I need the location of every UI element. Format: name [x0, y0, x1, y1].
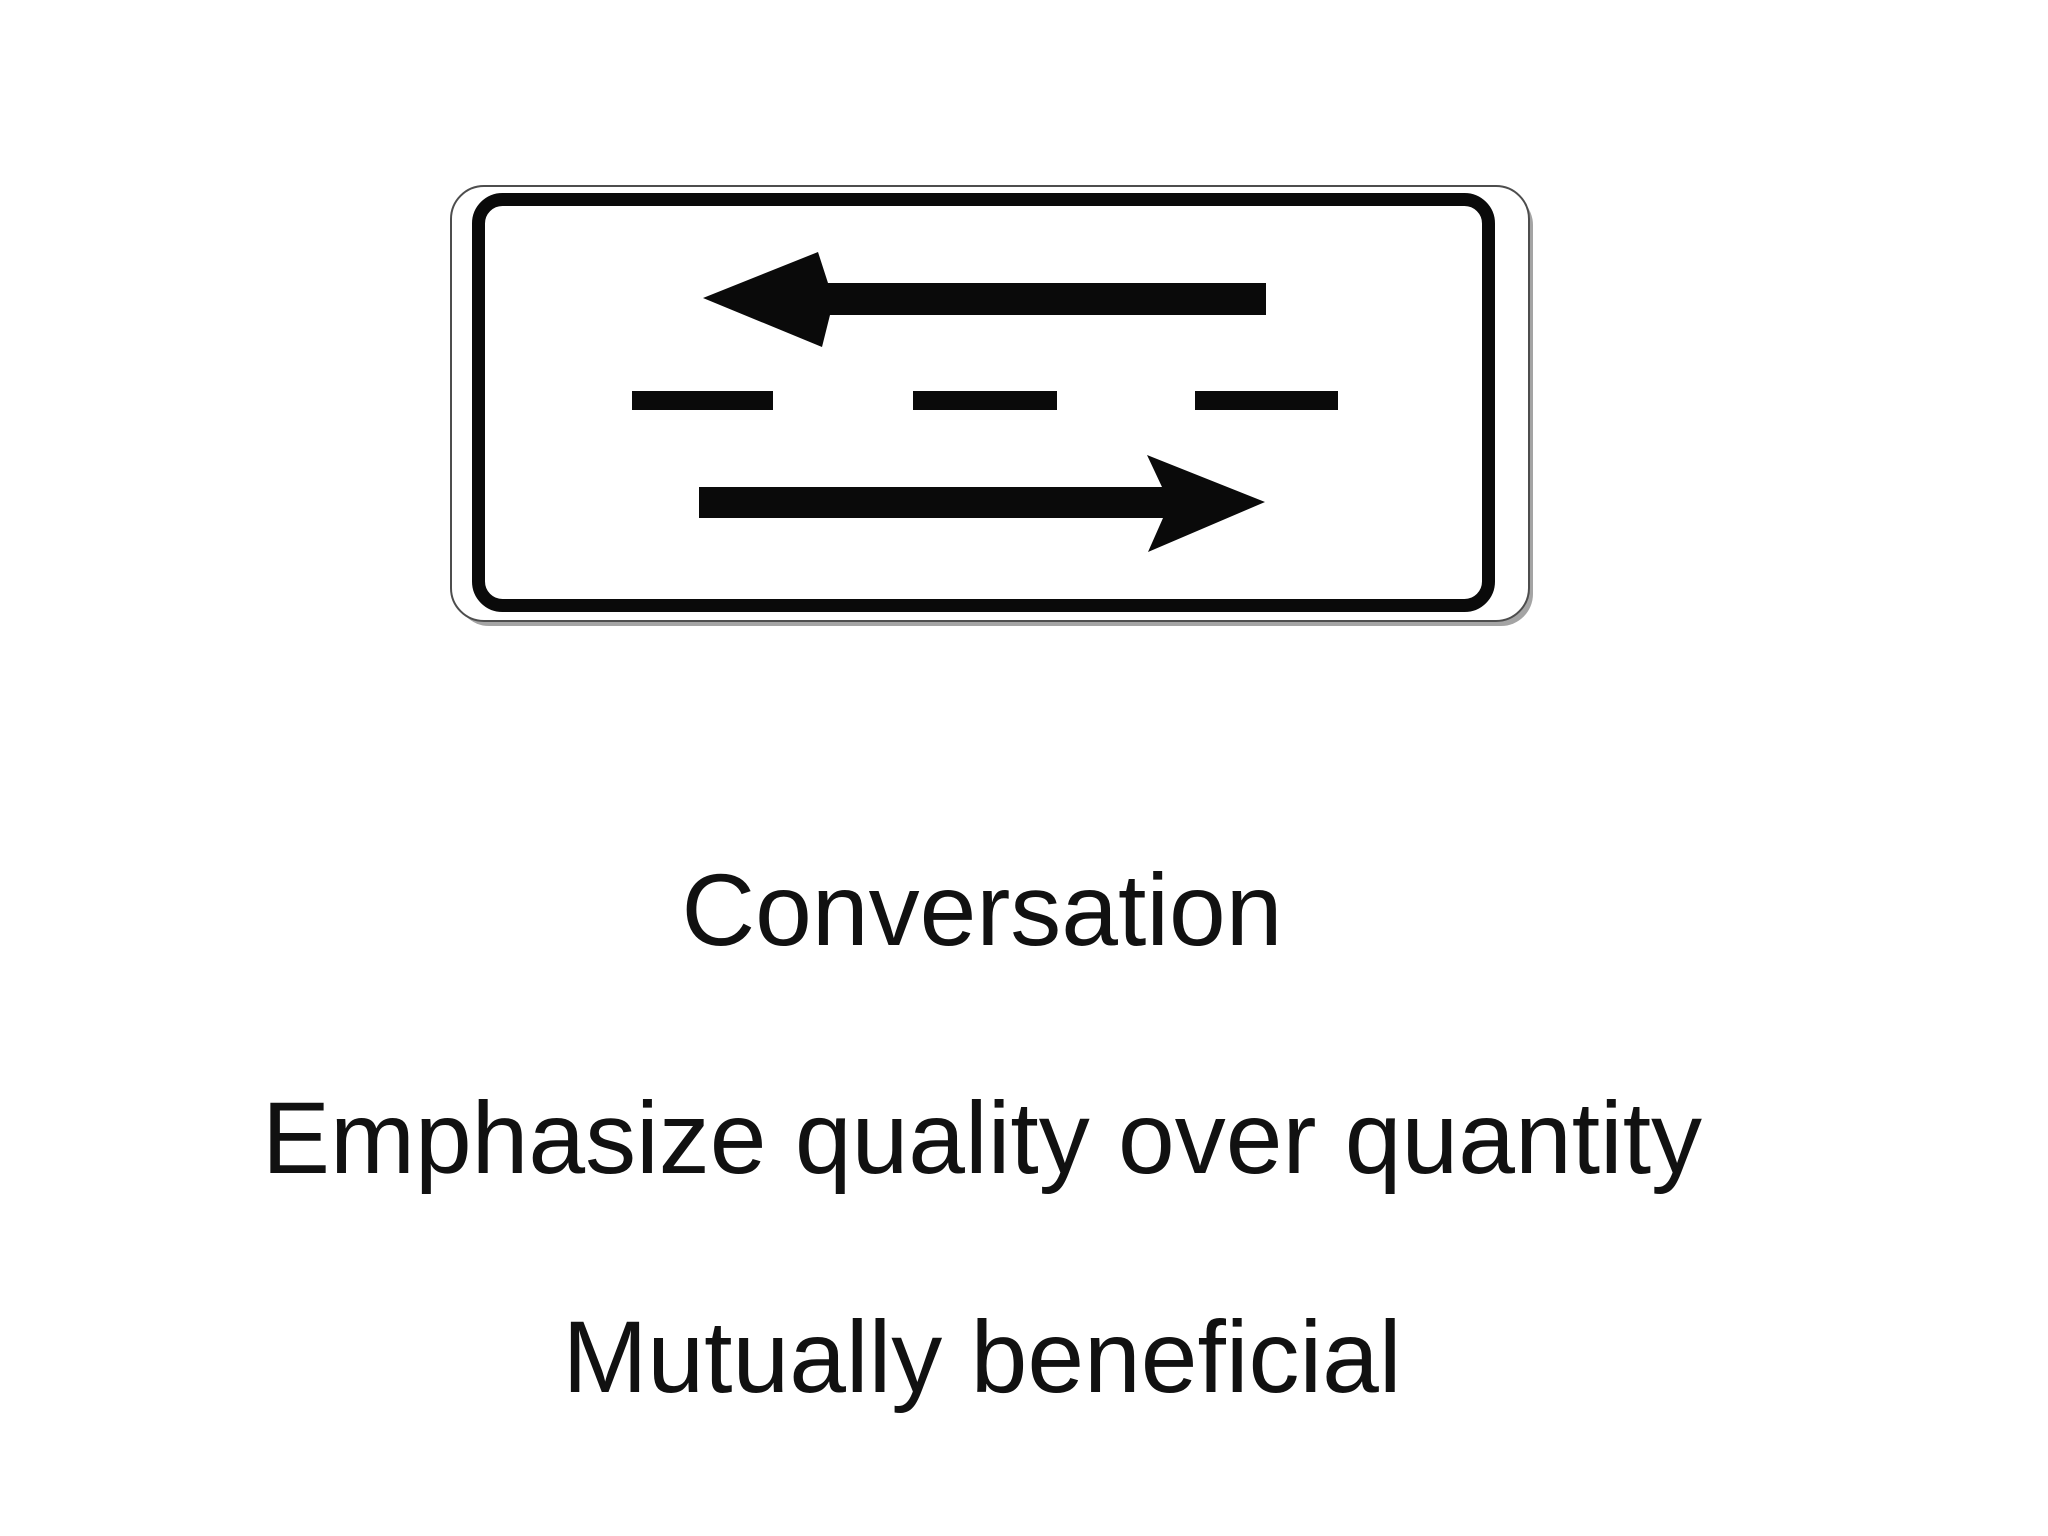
- caption-quality-over-quantity: Emphasize quality over quantity: [261, 1081, 1703, 1195]
- two-way-traffic-sign: [450, 185, 1530, 622]
- right-arrow-icon: [699, 455, 1265, 552]
- lane-dash-middle: [913, 391, 1057, 410]
- lane-dash-right: [1195, 391, 1338, 410]
- lane-divider-dashes-icon: [632, 391, 1338, 410]
- two-way-traffic-sign-graphic: [472, 193, 1495, 612]
- caption-conversation: Conversation: [681, 853, 1283, 967]
- caption-mutually-beneficial: Mutually beneficial: [562, 1300, 1402, 1414]
- left-arrow-icon: [703, 252, 1266, 347]
- lane-dash-left: [632, 391, 773, 410]
- sign-inner-border: [472, 193, 1495, 612]
